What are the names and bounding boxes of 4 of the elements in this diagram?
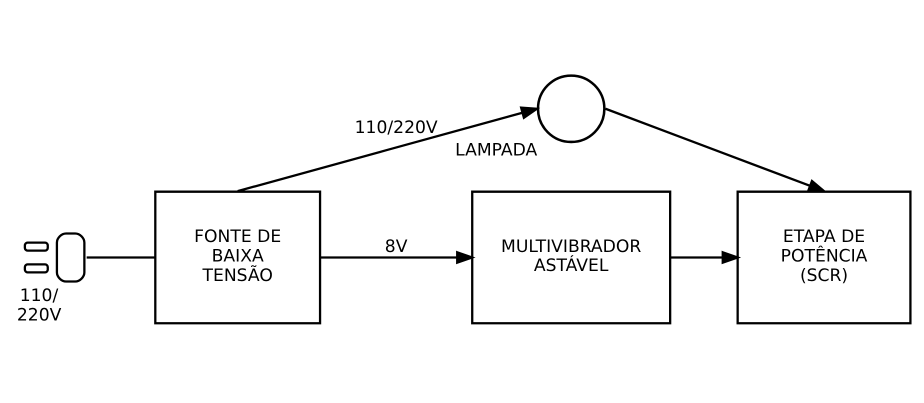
node-label: LAMPADA bbox=[454, 140, 537, 160]
edge-label: 110/220V bbox=[354, 117, 438, 138]
edge-label: 8V bbox=[384, 236, 407, 256]
node-label: 110/ 220V bbox=[16, 285, 61, 325]
